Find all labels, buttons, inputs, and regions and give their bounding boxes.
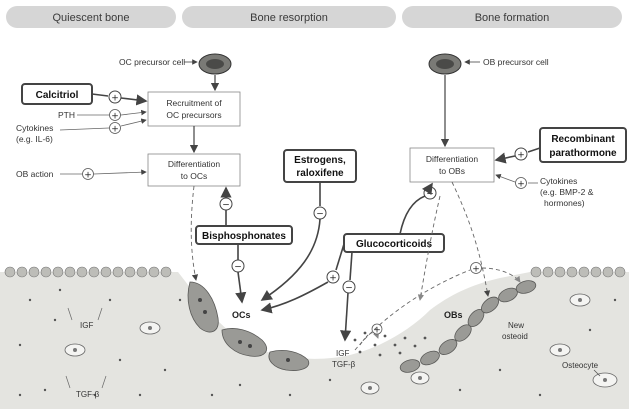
header-formation: Bone formation — [475, 12, 550, 24]
estrogens-label-1: Estrogens, — [294, 155, 346, 166]
ocs-label: OCs — [232, 310, 251, 320]
svg-text:+: + — [373, 326, 381, 336]
pth-plus-sign — [109, 109, 121, 121]
oc-precursor-label: OC precursor cell — [119, 57, 185, 67]
igf-plus-sign — [371, 323, 383, 335]
ob-action-plus-sign — [82, 168, 94, 180]
osteocyte-label: Osteocyte — [562, 361, 599, 370]
osteoblast-cells — [399, 280, 537, 373]
cytokines-left-plus-sign — [109, 122, 121, 134]
new-osteoid-label-2: osteoid — [502, 332, 528, 341]
header-formation-bar — [402, 6, 622, 28]
diff-ob-label-1: Differentiation — [426, 154, 479, 164]
diff-oc-label-1: Differentiation — [168, 159, 221, 169]
cytokines-right-label-1: Cytokines — [540, 176, 577, 186]
igf-left-label: IGF — [80, 321, 93, 330]
svg-text:+: + — [111, 112, 119, 122]
svg-text:+: + — [329, 274, 337, 284]
svg-text:+: + — [472, 265, 480, 275]
cytokines-right-label-2: (e.g. BMP-2 & — [540, 187, 594, 197]
recombinant-label-2: parathormone — [549, 148, 617, 159]
recombinant-plus-sign — [514, 147, 528, 161]
svg-text:+: + — [517, 151, 525, 161]
bisphosphonates-label: Bisphosphonates — [202, 231, 286, 242]
igf-mid-label: IGF — [336, 349, 349, 358]
coupling-plus-sign — [470, 262, 482, 274]
header-quiescent: Quiescent bone — [52, 12, 129, 24]
svg-text:−: − — [234, 263, 242, 273]
glucocorticoids-ocs-plus-sign — [326, 270, 340, 284]
svg-text:−: − — [426, 190, 434, 200]
svg-text:−: − — [316, 210, 324, 220]
svg-text:−: − — [345, 284, 353, 294]
calcitriol-plus-sign — [108, 90, 122, 104]
cytokines-left-label-1: Cytokines — [16, 123, 53, 133]
recombinant-label-1: Recombinant — [551, 134, 615, 145]
calcitriol-label: Calcitriol — [36, 90, 79, 101]
header-resorption-bar — [182, 6, 396, 28]
glucocorticoids-box — [343, 233, 445, 253]
estrogens-label-2: raloxifene — [296, 168, 344, 179]
recruitment-box — [147, 91, 241, 127]
new-osteoid-label-1: New — [508, 321, 524, 330]
glucocorticoids-igf-minus-sign — [342, 280, 356, 294]
bisphosphonates-box — [195, 225, 293, 245]
svg-text:−: − — [222, 201, 230, 211]
differentiation-oc-box — [147, 153, 241, 187]
svg-text:+: + — [111, 94, 119, 104]
lining-cells — [4, 266, 626, 278]
cytokines-right-plus-sign — [515, 177, 527, 189]
header-resorption: Bone resorption — [250, 12, 328, 24]
recombinant-parathormone-box — [539, 127, 627, 163]
cytokines-right-label-3: hormones) — [544, 198, 585, 208]
glucocorticoids-label: Glucocorticoids — [356, 239, 433, 250]
tgf-left-label: TGF-β — [76, 390, 100, 399]
svg-text:+: + — [84, 171, 92, 181]
obs-label: OBs — [444, 310, 463, 320]
svg-text:+: + — [517, 180, 525, 190]
pth-label: PTH — [58, 110, 75, 120]
diff-oc-label-2: to OCs — [181, 171, 207, 181]
differentiation-ob-box — [409, 147, 495, 183]
header-quiescent-bar — [6, 6, 176, 28]
recruitment-label-2: OC precursors — [166, 110, 221, 120]
osteoclast-cells — [187, 281, 310, 371]
tgf-mid-label: TGF-β — [332, 360, 356, 369]
diff-ob-label-2: to OBs — [439, 166, 465, 176]
svg-text:+: + — [111, 125, 119, 135]
matrix-dots — [18, 288, 617, 397]
ob-action-label: OB action — [16, 169, 54, 179]
cytokines-left-label-2: (e.g. IL-6) — [16, 134, 53, 144]
recruitment-label-1: Recruitment of — [166, 98, 222, 108]
ob-precursor-label: OB precursor cell — [483, 57, 549, 67]
